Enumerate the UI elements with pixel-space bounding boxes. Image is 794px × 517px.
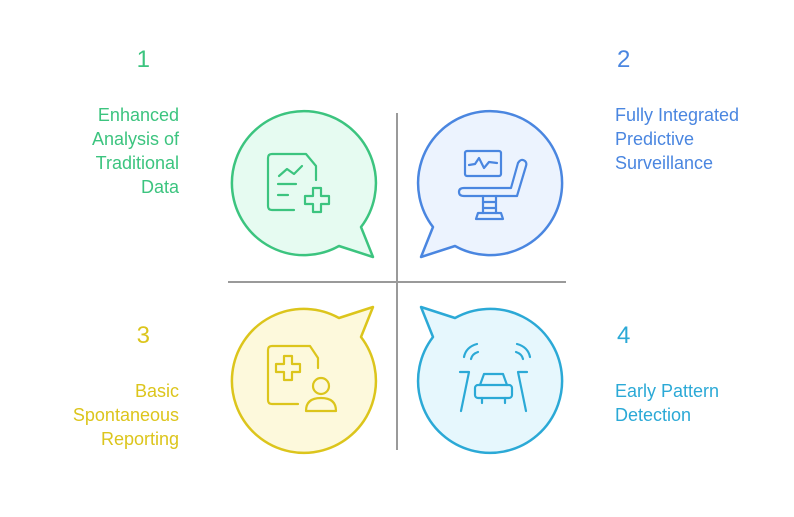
title-line: Analysis of	[91, 129, 179, 149]
title-line: Enhanced	[97, 105, 179, 125]
quadrant-3-title: Basic Spontaneous Reporting	[73, 379, 179, 451]
title-line: Predictive	[615, 129, 695, 149]
quadrant-1-title: Enhanced Analysis of Traditional Data	[92, 103, 179, 199]
bubble-2	[416, 109, 564, 259]
medical-document-chart-icon	[266, 152, 331, 214]
quadrant-4-title: Early Pattern Detection	[615, 379, 719, 427]
bubble-4	[416, 305, 564, 455]
title-line: Spontaneous	[72, 405, 179, 425]
title-line: Surveillance	[615, 153, 714, 173]
title-line: Data	[140, 177, 179, 197]
quadrant-1-number: 1	[136, 46, 150, 73]
title-line: Detection	[615, 405, 692, 425]
quadrant-2-title: Fully Integrated Predictive Surveillance	[615, 103, 739, 175]
title-line: Reporting	[100, 429, 179, 449]
title-line: Traditional	[95, 153, 179, 173]
quadrant-3-number: 3	[136, 322, 150, 349]
quadrant-2-number: 2	[617, 46, 631, 73]
bubble-3	[230, 305, 378, 455]
title-line: Early Pattern	[615, 381, 720, 401]
quadrant-4-number: 4	[617, 322, 631, 349]
title-line: Fully Integrated	[615, 105, 740, 125]
car-sensor-road-icon	[458, 342, 532, 413]
patient-monitor-chair-icon	[457, 149, 528, 221]
bubble-1	[230, 109, 378, 259]
medical-record-person-icon	[266, 344, 338, 413]
title-line: Basic	[134, 381, 179, 401]
